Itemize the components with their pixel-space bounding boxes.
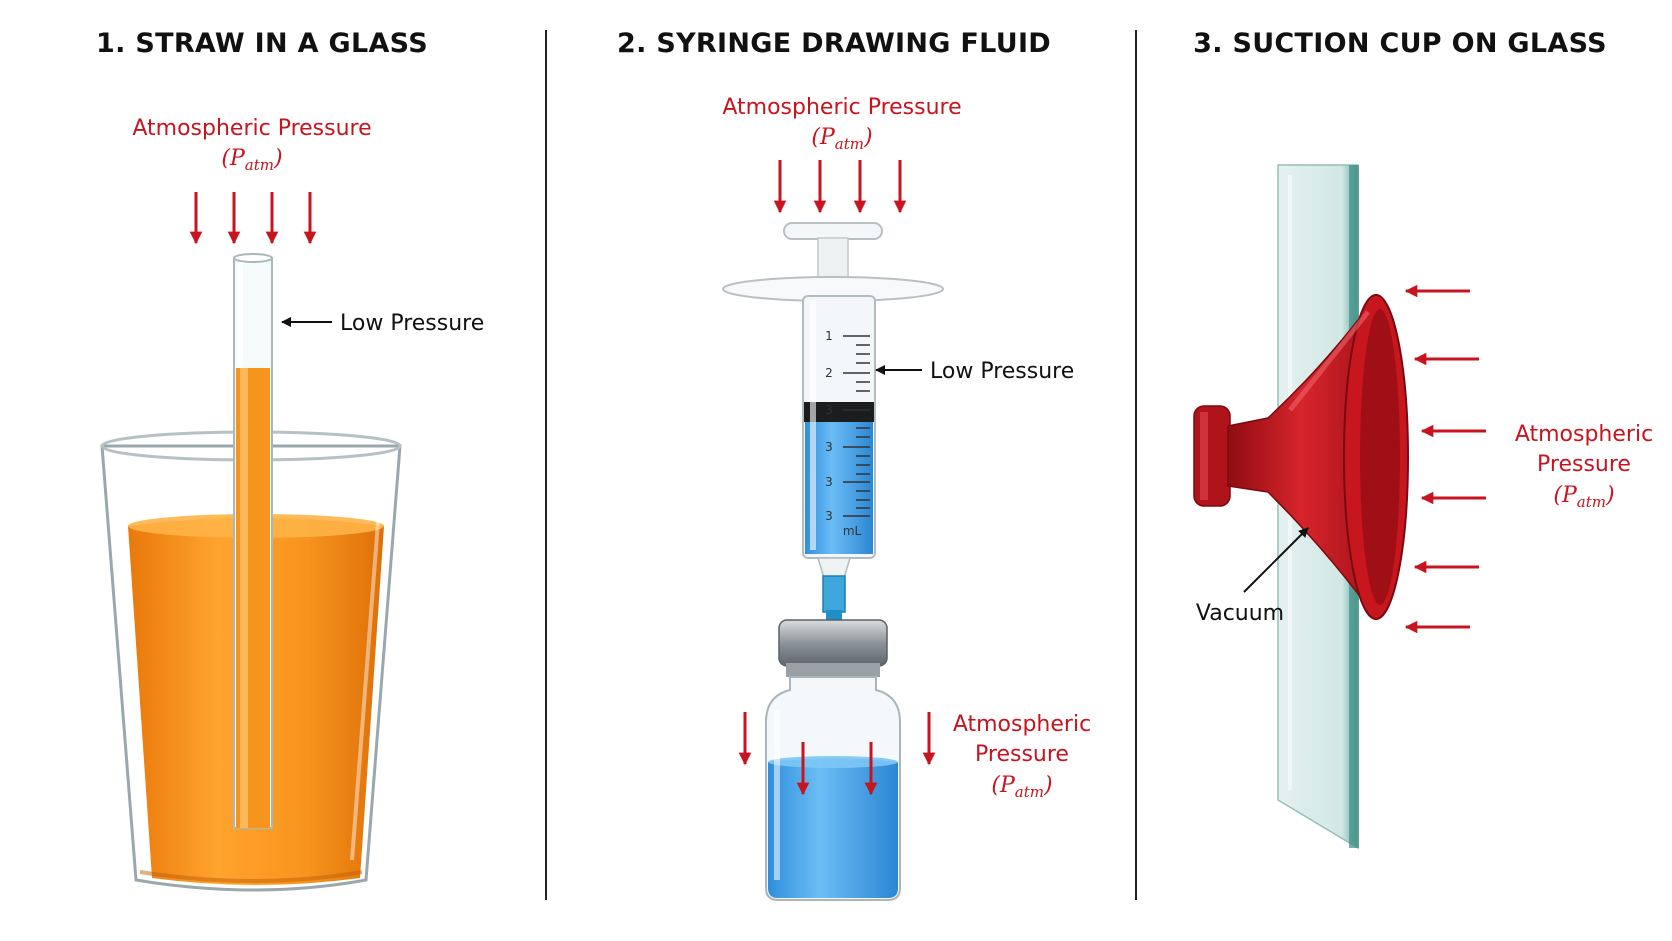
panel-2-pressure-label: Atmospheric Pressure bbox=[722, 95, 961, 120]
suction-cup bbox=[1193, 293, 1409, 621]
syringe-tick-label: 3 bbox=[825, 440, 833, 454]
vial-internal-arrows bbox=[796, 742, 878, 796]
panel-suction-cup-on-glass: 3. SUCTION CUP ON GLASS Atmospheric Pres… bbox=[1193, 28, 1653, 850]
panel-3-pressure-line2: Pressure bbox=[1537, 452, 1631, 477]
panel-straw-in-glass: 1. STRAW IN A GLASS Atmospheric Pressure… bbox=[96, 28, 484, 892]
syringe-scale bbox=[843, 335, 870, 517]
vial-outside-arrows bbox=[738, 712, 936, 766]
panel-3-pressure-line1: Atmospheric bbox=[1515, 422, 1653, 447]
vacuum-label: Vacuum bbox=[1196, 601, 1284, 626]
syringe-tick-label: 1 bbox=[825, 329, 833, 343]
syringe-tick-label: 2 bbox=[825, 366, 833, 380]
syringe-tick-label: 3 bbox=[825, 403, 833, 417]
panel-2-title: 2. SYRINGE DRAWING FLUID bbox=[617, 28, 1051, 59]
panel-1-title: 1. STRAW IN A GLASS bbox=[96, 28, 428, 59]
panel-2-pressure-symbol: (Patm) bbox=[811, 125, 872, 153]
panel-3-pressure-symbol: (Patm) bbox=[1553, 483, 1614, 511]
panel-2-vial-pressure-symbol: (Patm) bbox=[991, 773, 1052, 801]
panel-1-low-pressure-label: Low Pressure bbox=[340, 311, 484, 336]
panel-3-title: 3. SUCTION CUP ON GLASS bbox=[1193, 28, 1607, 59]
panel-1-pressure-label: Atmospheric Pressure bbox=[132, 116, 371, 141]
panel-1-pressure-symbol: (Patm) bbox=[221, 146, 282, 174]
syringe: 1 2 3 3 3 3 mL bbox=[722, 222, 944, 768]
straw bbox=[233, 253, 273, 829]
panel-2-vial-pressure-line2: Pressure bbox=[975, 742, 1069, 767]
syringe-unit-label: mL bbox=[843, 524, 862, 538]
panel-2-top-pressure-arrows bbox=[773, 160, 907, 214]
panel-2-vial-pressure-line1: Atmospheric bbox=[953, 712, 1091, 737]
syringe-tick-label: 3 bbox=[825, 475, 833, 489]
syringe-tick-label: 3 bbox=[825, 509, 833, 523]
panel-syringe-drawing-fluid: 2. SYRINGE DRAWING FLUID Atmospheric Pre… bbox=[617, 28, 1091, 901]
vacuum-pointer bbox=[1243, 527, 1309, 593]
panel-3-pressure-arrows bbox=[1404, 284, 1486, 634]
panel-1-pressure-arrows bbox=[189, 192, 317, 245]
panel-2-low-pressure-label: Low Pressure bbox=[930, 359, 1074, 384]
vial bbox=[765, 619, 901, 901]
